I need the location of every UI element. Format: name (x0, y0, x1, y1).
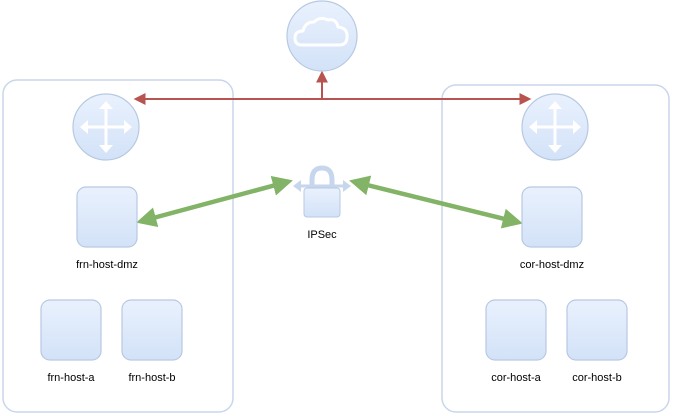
cor-host-dmz-label: cor-host-dmz (519, 259, 585, 271)
router-icon[interactable] (72, 93, 140, 161)
frn-host-b-node[interactable] (121, 299, 183, 361)
cor-host-a-label: cor-host-a (491, 372, 541, 384)
cor-host-b-label: cor-host-b (572, 372, 622, 384)
frn-host-a-label: frn-host-a (47, 372, 95, 384)
padlock-icon[interactable] (293, 165, 351, 218)
vpn-link-cor[interactable] (349, 175, 523, 229)
cor-host-a-node[interactable] (485, 299, 547, 361)
frn-host-a-node[interactable] (40, 299, 102, 361)
cor-host-dmz-node[interactable] (521, 186, 583, 248)
cloud-icon[interactable] (286, 0, 358, 72)
frn-host-b-label: frn-host-b (128, 372, 176, 384)
frn-host-dmz-node[interactable] (76, 186, 138, 248)
cor-host-b-node[interactable] (566, 299, 628, 361)
ipsec-label: IPSec (307, 229, 337, 241)
frn-host-dmz-label: frn-host-dmz (76, 259, 138, 271)
router-icon[interactable] (521, 93, 589, 161)
vpn-link-frn[interactable] (136, 175, 293, 228)
